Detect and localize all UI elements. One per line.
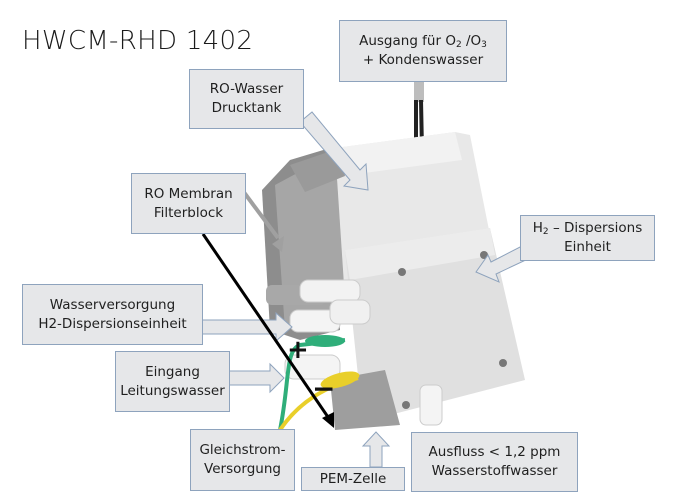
label-drucktank: RO-Wasser Drucktank — [189, 69, 304, 129]
minus-sign: − — [312, 372, 335, 405]
arrow-pem — [361, 431, 391, 468]
arrow-eingang — [227, 362, 285, 394]
label-gleichstrom: Gleichstrom- Versorgung — [190, 429, 295, 491]
label-pem-zelle: PEM-Zelle — [301, 467, 405, 491]
arrow-wasserversorgung — [201, 311, 293, 343]
label-eingang: Eingang Leitungswasser — [115, 351, 230, 412]
label-membran: RO Membran Filterblock — [131, 173, 246, 234]
h2-dispersion-unit — [345, 228, 525, 415]
label-wasserversorgung: Wasserversorgung H2-Dispersionseinheit — [22, 284, 203, 345]
pointer-pem — [201, 233, 332, 421]
pem-cell — [330, 370, 400, 430]
arrow-drucktank — [299, 111, 369, 191]
label-ausfluss: Ausfluss < 1,2 ppm Wasserstoffwasser — [411, 432, 578, 492]
label-ausgang: Ausgang für O2 /O3 + Kondenswasser — [339, 20, 507, 82]
arrow-membran — [238, 185, 280, 240]
label-h2-dispersion: H2 – Dispersions Einheit — [520, 215, 655, 261]
power-wires — [278, 335, 360, 432]
page-title: HWCM-RHD 1402 — [22, 26, 254, 56]
plus-sign: + — [287, 335, 309, 365]
tube-fittings — [266, 279, 443, 426]
